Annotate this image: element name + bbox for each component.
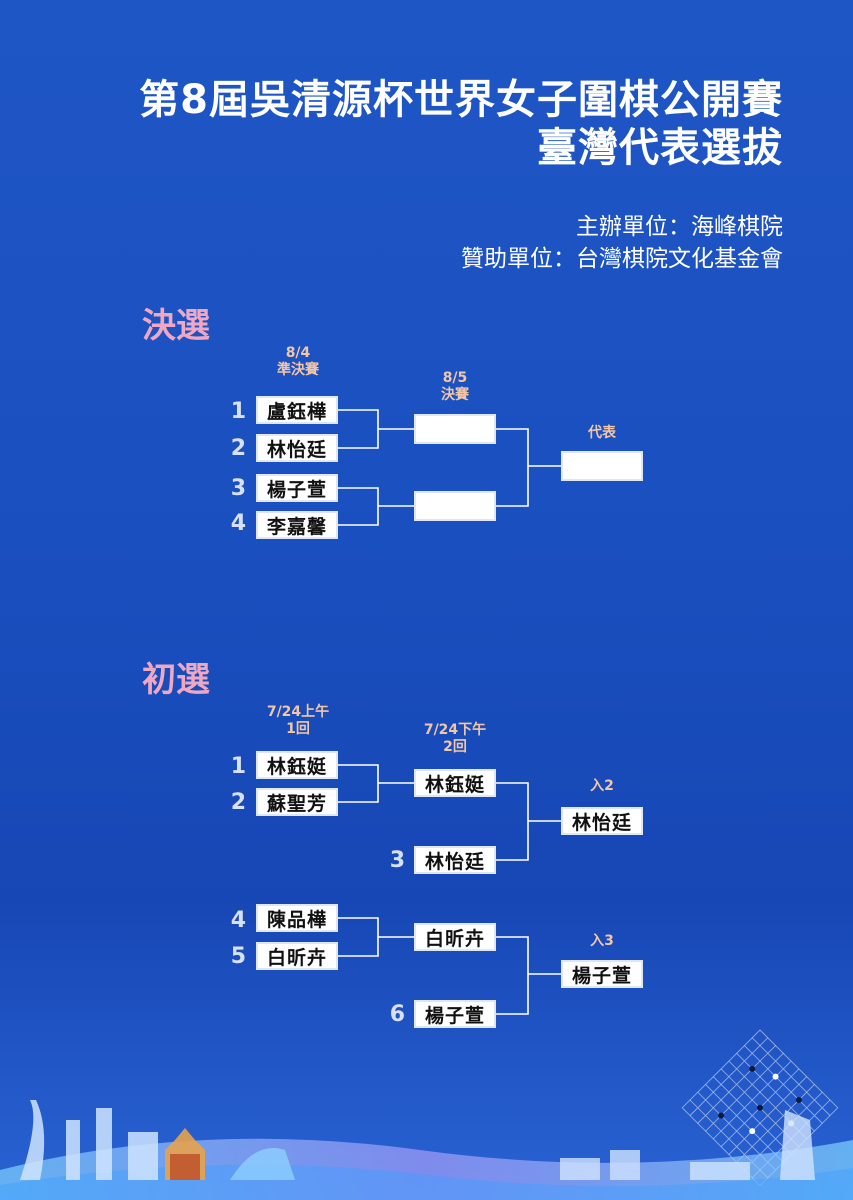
prelims-heading: 初選 [142, 660, 210, 700]
prelims-round1-label: 7/24上午 1回 [250, 704, 346, 738]
player-box: 陳品樺 [256, 904, 338, 932]
advance-box: 楊子萱 [561, 960, 643, 988]
finals-heading: 決選 [142, 306, 210, 346]
seed-number: 1 [230, 754, 246, 779]
seed-number: 2 [230, 436, 246, 461]
round1-winner-box: 林鈺娗 [414, 769, 496, 797]
champion-box [561, 451, 643, 481]
host-text: 主辦單位：海峰棋院 [576, 214, 783, 240]
player-box: 楊子萱 [256, 474, 338, 502]
prelims-round2-name: 2回 [443, 739, 467, 755]
round1-winner-box: 白昕卉 [414, 923, 496, 951]
player-box: 白昕卉 [256, 942, 338, 970]
seed-number: 4 [230, 908, 246, 933]
advance-label: 入3 [590, 933, 614, 949]
winner-label: 代表 [588, 425, 616, 441]
finals-round1-date: 8/4 [285, 345, 311, 361]
player-box: 盧鈺樺 [256, 396, 338, 424]
title-line-1: 第8屆吳清源杯世界女子圍棋公開賽 [139, 77, 783, 123]
advance-label: 入2 [590, 778, 614, 794]
prelims-round1-name: 1回 [286, 721, 310, 737]
finals-round2-name: 決賽 [441, 387, 469, 403]
advance-box: 林怡廷 [561, 807, 643, 835]
seed-number: 1 [230, 399, 246, 424]
skyline-decoration [0, 1029, 853, 1200]
seed-number: 3 [389, 848, 405, 873]
prelims-round1-date: 7/24上午 [266, 704, 330, 720]
organizer-block: 主辦單位：海峰棋院 贊助單位：台灣棋院文化基金會 [461, 211, 783, 275]
prelims-round2-label: 7/24下午 2回 [407, 722, 503, 756]
seed-number: 2 [230, 790, 246, 815]
player-box: 楊子萱 [414, 1000, 496, 1028]
player-box: 林鈺娗 [256, 751, 338, 779]
semifinal-result-1 [414, 414, 496, 444]
seed-number: 6 [389, 1002, 405, 1027]
finals-round2-date: 8/5 [442, 370, 468, 386]
player-box: 林怡廷 [256, 434, 338, 462]
seed-number: 5 [230, 944, 246, 969]
player-box: 林怡廷 [414, 846, 496, 874]
semifinal-result-2 [414, 491, 496, 521]
finals-round1-label: 8/4 準決賽 [256, 345, 340, 379]
finals-round1-name: 準決賽 [277, 362, 319, 378]
title-line-2: 臺灣代表選拔 [537, 125, 783, 171]
seed-number: 3 [230, 476, 246, 501]
player-box: 李嘉馨 [256, 511, 338, 539]
sponsor-text: 贊助單位：台灣棋院文化基金會 [461, 246, 783, 272]
page-title: 第8屆吳清源杯世界女子圍棋公開賽 臺灣代表選拔 [139, 76, 783, 172]
finals-round2-label: 8/5 決賽 [414, 370, 496, 404]
seed-number: 4 [230, 511, 246, 536]
prelims-round2-date: 7/24下午 [423, 722, 487, 738]
player-box: 蘇聖芳 [256, 788, 338, 816]
